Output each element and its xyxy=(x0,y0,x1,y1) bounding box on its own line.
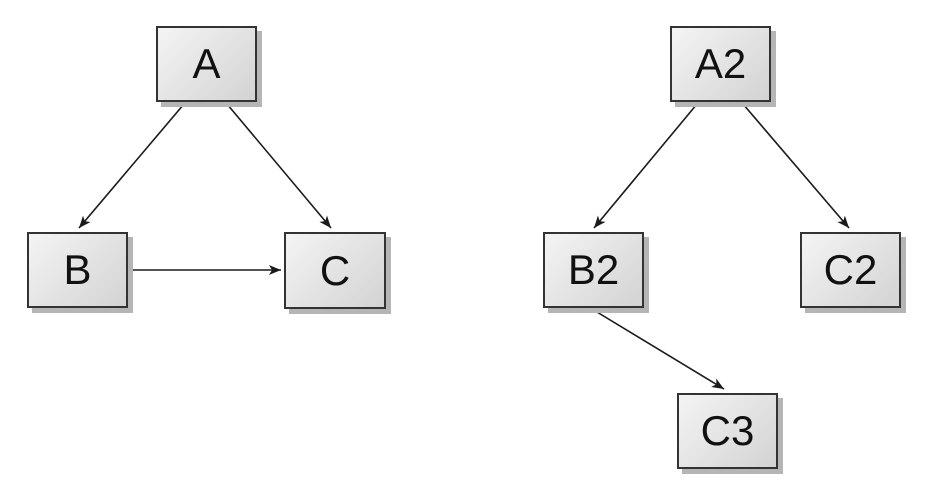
node-A[interactable]: A xyxy=(156,26,257,102)
node-B2[interactable]: B2 xyxy=(543,232,644,308)
edge-A2-C2 xyxy=(742,103,850,229)
node-C3[interactable]: C3 xyxy=(677,393,778,469)
edge-B2-C3 xyxy=(591,308,725,390)
node-label: C xyxy=(319,246,351,294)
node-label: C3 xyxy=(700,407,755,454)
node-C2[interactable]: C2 xyxy=(800,232,901,308)
node-C[interactable]: C xyxy=(284,232,386,309)
node-label: A2 xyxy=(694,40,747,87)
node-label: A xyxy=(192,40,221,87)
node-label: B2 xyxy=(567,246,620,293)
edge-A-C xyxy=(226,103,332,229)
node-B[interactable]: B xyxy=(27,232,128,308)
edges-group xyxy=(78,103,850,390)
edge-A-B xyxy=(78,103,185,229)
node-label: B xyxy=(63,246,92,293)
node-A2[interactable]: A2 xyxy=(670,26,771,102)
node-label: C2 xyxy=(823,246,878,293)
edge-A2-B2 xyxy=(593,103,698,229)
